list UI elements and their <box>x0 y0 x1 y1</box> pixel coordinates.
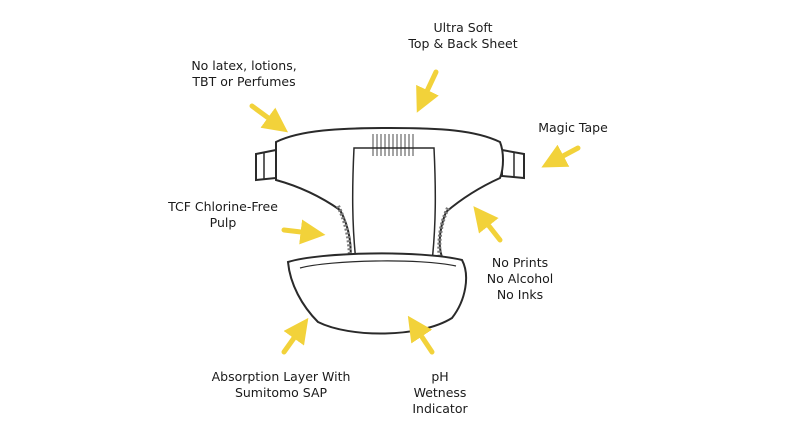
label-line: No latex, lotions, <box>191 58 297 73</box>
label-line: No Inks <box>496 287 544 302</box>
arrow-ultra-soft <box>416 69 439 113</box>
label-line: TBT or Perfumes <box>192 74 296 89</box>
label-line: pH <box>431 369 449 384</box>
arrow-ph-indicator <box>407 315 435 355</box>
label-line: TCF Chlorine-Free <box>168 199 278 214</box>
left-tape-tab <box>255 148 277 182</box>
right-tape-tab <box>501 148 525 180</box>
label-line: Top & Back Sheet <box>408 36 518 51</box>
arrow-magic-tape <box>541 144 581 168</box>
label-no-prints: No Prints No Alcohol No Inks <box>470 255 570 303</box>
label-tcf-pulp: TCF Chlorine-Free Pulp <box>158 199 288 231</box>
waistband-shading <box>370 134 416 156</box>
arrow-no-prints <box>473 206 503 243</box>
arrow-absorption <box>281 317 309 355</box>
label-line: Sumitomo SAP <box>234 385 328 400</box>
arrow-tcf-pulp <box>281 219 326 245</box>
label-no-latex: No latex, lotions, TBT or Perfumes <box>174 58 314 90</box>
label-line: No Alcohol <box>486 271 554 286</box>
arrows <box>249 69 581 355</box>
label-magic-tape: Magic Tape <box>528 120 618 136</box>
label-line: Pulp <box>209 215 237 230</box>
label-line: Magic Tape <box>538 120 608 135</box>
label-line: Ultra Soft <box>433 20 493 35</box>
label-line: Absorption Layer With <box>211 369 351 384</box>
label-line: Wetness <box>413 385 467 400</box>
diaper-back-panel <box>275 126 504 263</box>
arrow-no-latex <box>249 103 289 133</box>
label-ph-indicator: pH Wetness Indicator <box>400 369 480 417</box>
label-line: Indicator <box>412 401 468 416</box>
label-line: No Prints <box>491 255 549 270</box>
diaper-front-panel <box>286 252 468 335</box>
label-ultra-soft: Ultra Soft Top & Back Sheet <box>398 20 528 52</box>
label-absorption: Absorption Layer With Sumitomo SAP <box>196 369 366 401</box>
right-leg-cuff <box>437 207 450 263</box>
